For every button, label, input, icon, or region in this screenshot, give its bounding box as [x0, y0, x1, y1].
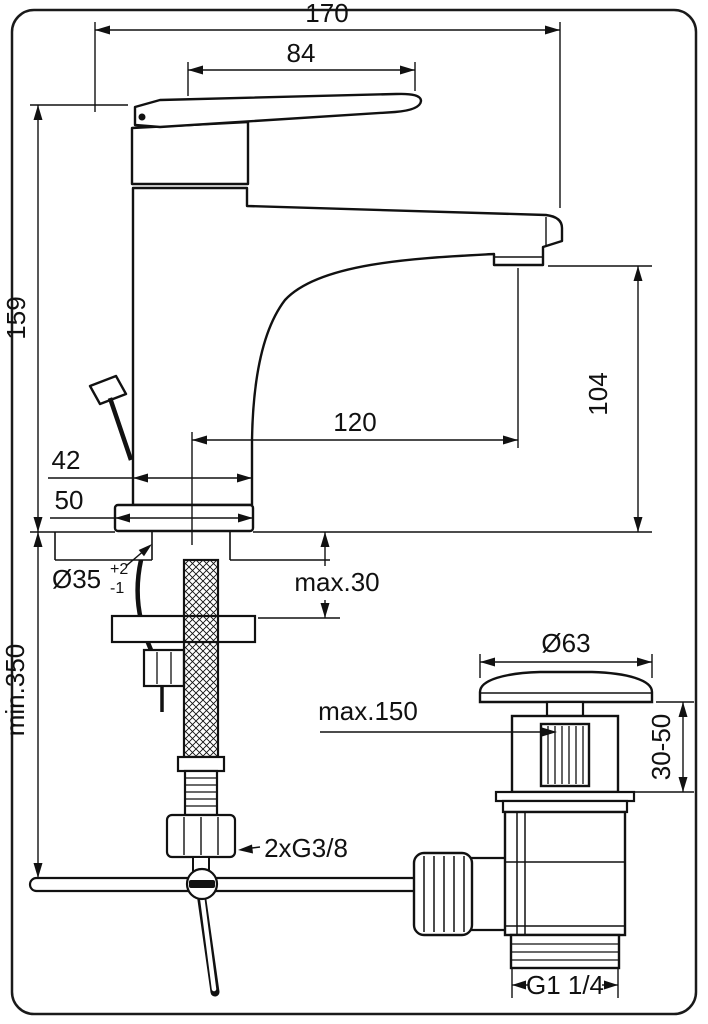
waste-main-body [503, 810, 627, 937]
temperature-dot [138, 113, 146, 121]
pull-rod-upper [107, 397, 134, 461]
dim-hole-tol-plus: +2 [110, 561, 128, 578]
dim-handle-length: 84 [287, 38, 316, 68]
dimension-annotations: 170 84 159 104 120 42 [0, 0, 694, 1000]
dim-body-depth: 42 [52, 445, 81, 475]
dim-wall-thickness: max.150 [318, 696, 418, 726]
dim-base-width: 50 [55, 485, 84, 515]
dim-supply-thread: 2xG3/8 [264, 833, 348, 863]
body-and-spout [131, 186, 564, 507]
horizontal-rod [28, 876, 434, 893]
dim-total-length: 170 [305, 0, 348, 28]
dim-spout-reach: 120 [333, 407, 376, 437]
dim-waste-cap-diameter: Ø63 [541, 628, 590, 658]
linkage-nut [412, 851, 474, 937]
dim-hose-length: min.350 [0, 644, 30, 737]
mounting-nut [142, 648, 186, 688]
waste-flange [494, 790, 636, 803]
faucet-body [88, 92, 564, 533]
dim-spout-height: 104 [583, 372, 613, 415]
dim-hole-diameter: Ø35 [52, 564, 101, 594]
rod-joint-slot [189, 880, 215, 888]
lever-handle [133, 92, 423, 129]
body-top [130, 120, 250, 186]
waste-cap-neck [545, 700, 585, 718]
pull-rod-knob [88, 374, 128, 406]
hose-collar [176, 755, 226, 773]
dim-hole-tol-minus: -1 [110, 580, 124, 597]
waste-drain-assembly [412, 670, 654, 970]
deck-section [30, 531, 652, 561]
pull-rod-assembly [28, 867, 434, 997]
dim-waste-deck-range: 30-50 [646, 714, 676, 781]
dim-height: 159 [1, 296, 31, 339]
braided-hose [182, 558, 220, 759]
waste-cap [478, 670, 654, 704]
dim-waste-thread: G1 1/4 [526, 970, 604, 1000]
dim-deck-thickness: max.30 [294, 567, 379, 597]
